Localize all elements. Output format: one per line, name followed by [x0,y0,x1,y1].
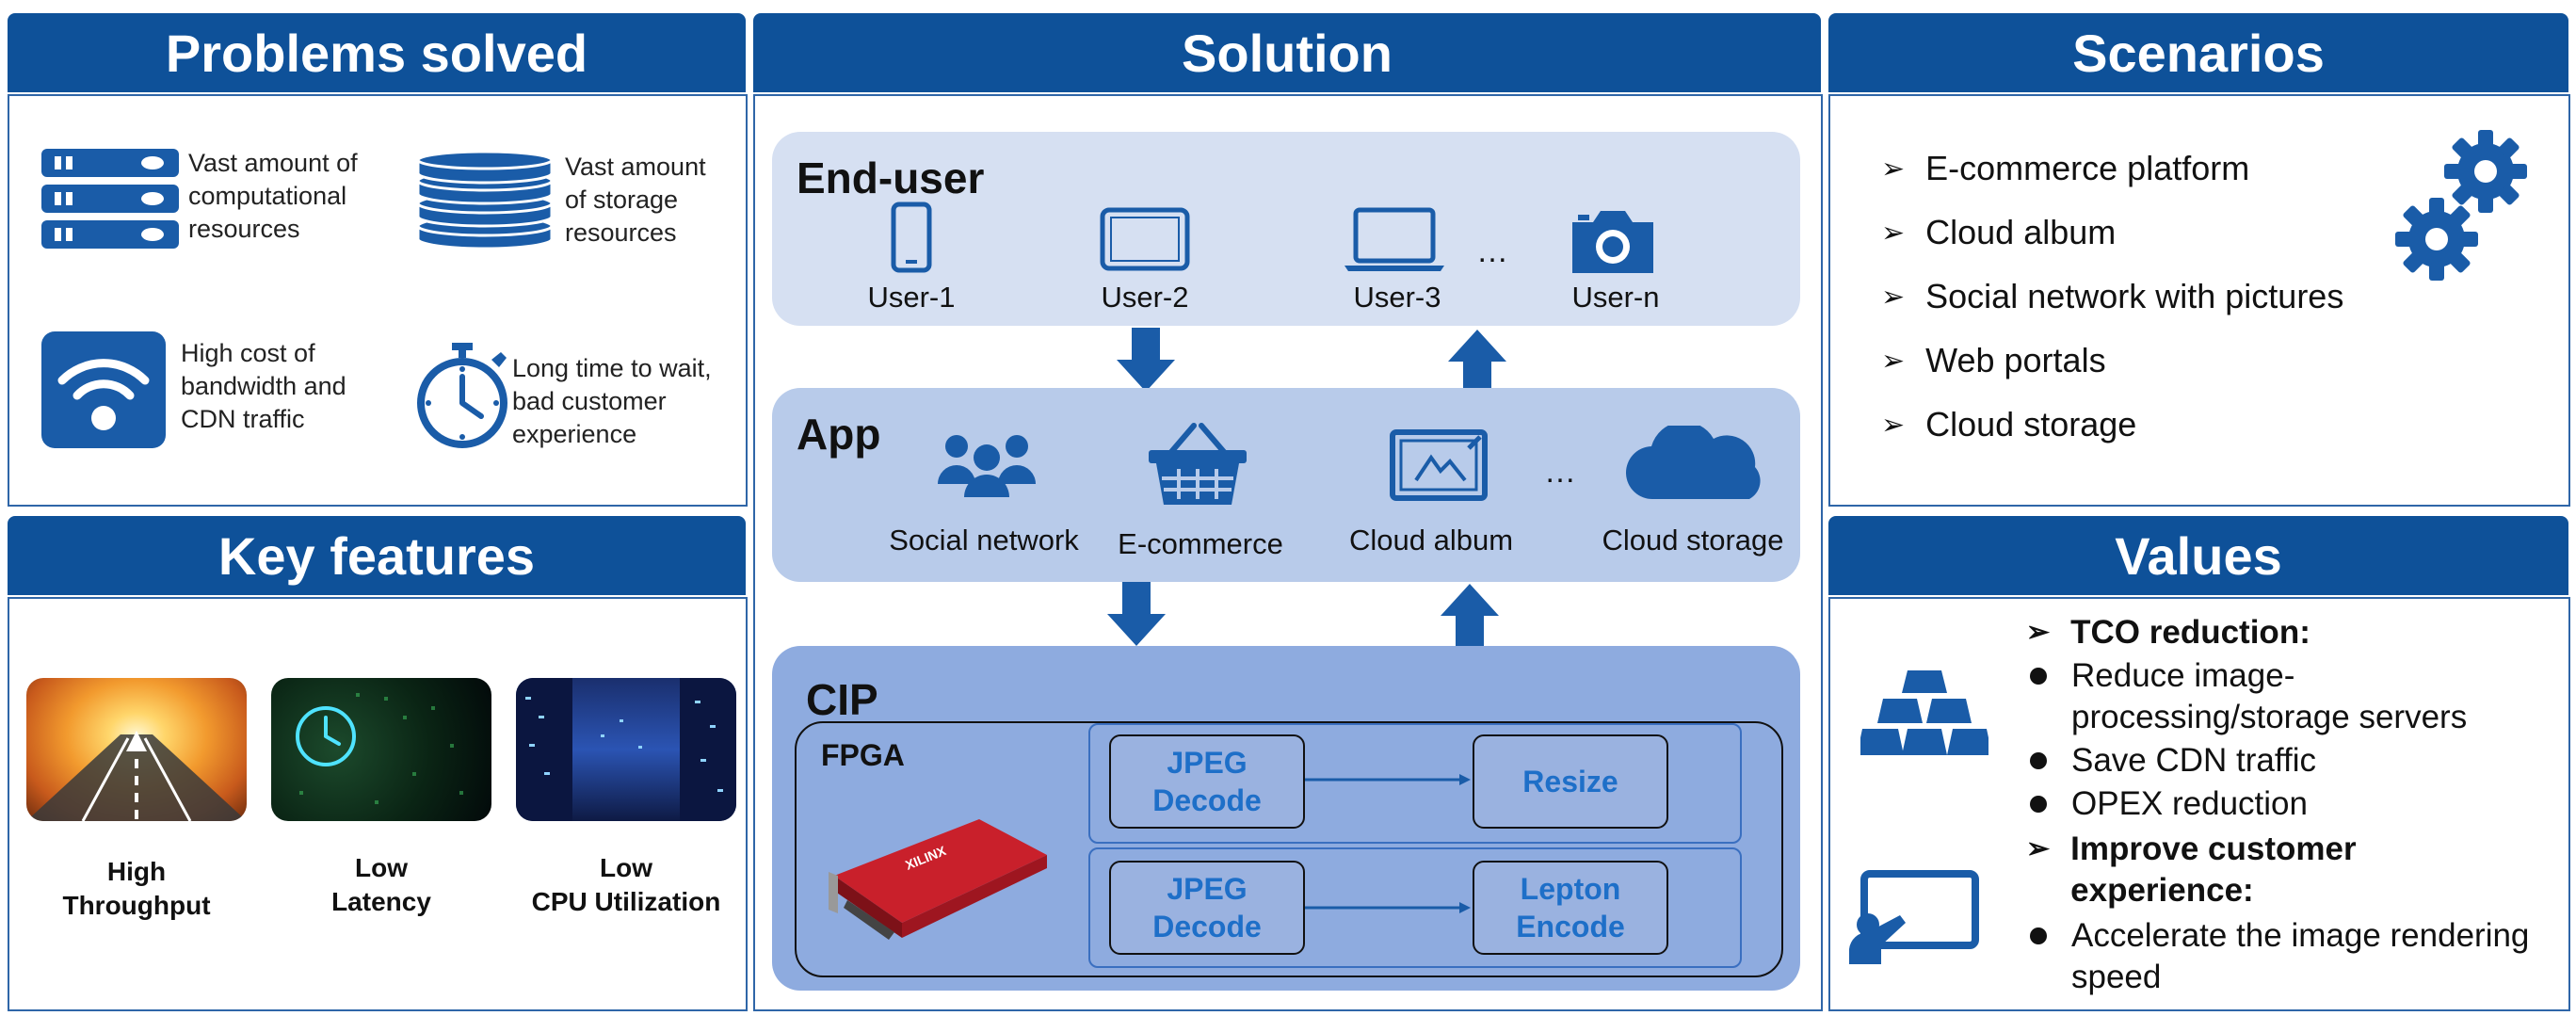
scenario-item: ➢Social network with pictures [1881,277,2344,315]
solution-panel: End-user … User-1 User-2 User-3 User-n [753,94,1823,1011]
scenario-item: ➢Cloud storage [1881,405,2137,443]
enduser-title: End-user [797,153,985,202]
wifi-icon [41,331,166,448]
app-ecommerce-label: E-commerce [1118,527,1283,560]
chevron-right-icon: ➢ [1881,345,1906,377]
pipeline-1 [1088,723,1742,844]
app-ellipsis: … [1544,454,1579,490]
gold-bars-icon [1860,670,1988,755]
chevron-right-icon: ➢ [1881,409,1906,441]
presenter-icon [1849,870,1979,964]
basket-icon [1149,423,1247,505]
server-rack-icon [41,149,179,249]
enduser-section: End-user … User-1 User-2 User-3 User-n [772,132,1800,326]
bullet-icon [2030,796,2047,813]
scenario-item: ➢E-commerce platform [1881,149,2250,187]
app-title: App [797,410,881,459]
storage-stack-icon [416,151,554,250]
values-title: Values [2115,525,2282,586]
tco-item-opex: OPEX reduction [2026,783,2308,825]
app-social-label: Social network [889,524,1079,556]
chevron-right-icon: ➢ [1881,153,1906,185]
cip-title: CIP [806,675,878,724]
pipeline-2-arrow-icon [1305,902,1471,913]
solution-title: Solution [1182,23,1393,83]
chevron-right-icon: ➢ [1881,281,1906,313]
pipeline-2 [1088,847,1742,968]
scenario-item: ➢Cloud album [1881,213,2117,251]
scenario-item: ➢Web portals [1881,341,2106,379]
tco-item-servers: Reduce image-processing/storage servers [2026,655,2467,738]
scenarios-panel [1828,94,2570,507]
problems-title: Problems solved [165,23,588,83]
arrow-up-1-icon [1448,330,1506,394]
solution-header: Solution [753,13,1821,92]
resize-block: Resize [1473,734,1668,829]
people-icon [938,435,1036,497]
arrow-down-2-icon [1107,582,1166,646]
photo-album-icon [1390,429,1488,501]
chevron-right-icon: ➢ [1881,217,1906,249]
fpga-board-icon: XILINX [829,819,1047,940]
bullet-icon [2030,668,2047,685]
camera-icon [1572,211,1653,273]
tco-heading: ➢TCO reduction: [2026,612,2310,653]
user-n-label: User-n [1571,281,1660,314]
scenarios-title: Scenarios [2072,23,2325,83]
arrow-down-1-icon [1117,328,1175,392]
scenarios-header: Scenarios [1828,13,2568,92]
features-header: Key features [8,516,746,595]
user-2-label: User-2 [1101,281,1189,314]
pipeline-1-arrow-icon [1305,774,1471,785]
app-section: App … Social network [772,388,1800,582]
arrow-up-2-icon [1441,584,1499,648]
cpu-utilization-image [516,678,736,821]
latency-image [271,678,491,821]
values-header: Values [1828,516,2568,595]
app-storage-label: Cloud storage [1602,524,1784,556]
gears-icon [2395,130,2527,281]
tco-item-cdn: Save CDN traffic [2026,740,2316,782]
tablet-icon [1100,207,1190,271]
fpga-label: FPGA [821,738,905,772]
bullet-icon [2030,927,2047,944]
throughput-image [26,678,247,821]
user-1-label: User-1 [867,281,956,314]
phone-icon [891,202,932,273]
stopwatch-icon [417,343,507,448]
bullet-icon [2030,752,2047,769]
app-album-label: Cloud album [1348,524,1514,556]
user-3-label: User-3 [1353,281,1441,314]
features-title: Key features [217,525,536,586]
cloud-icon [1626,426,1761,500]
chevron-right-icon: ➢ [2026,833,2051,864]
problems-header: Problems solved [8,13,746,92]
chevron-right-icon: ➢ [2026,617,2051,648]
laptop-icon [1344,207,1444,271]
enduser-ellipsis: … [1476,234,1511,269]
